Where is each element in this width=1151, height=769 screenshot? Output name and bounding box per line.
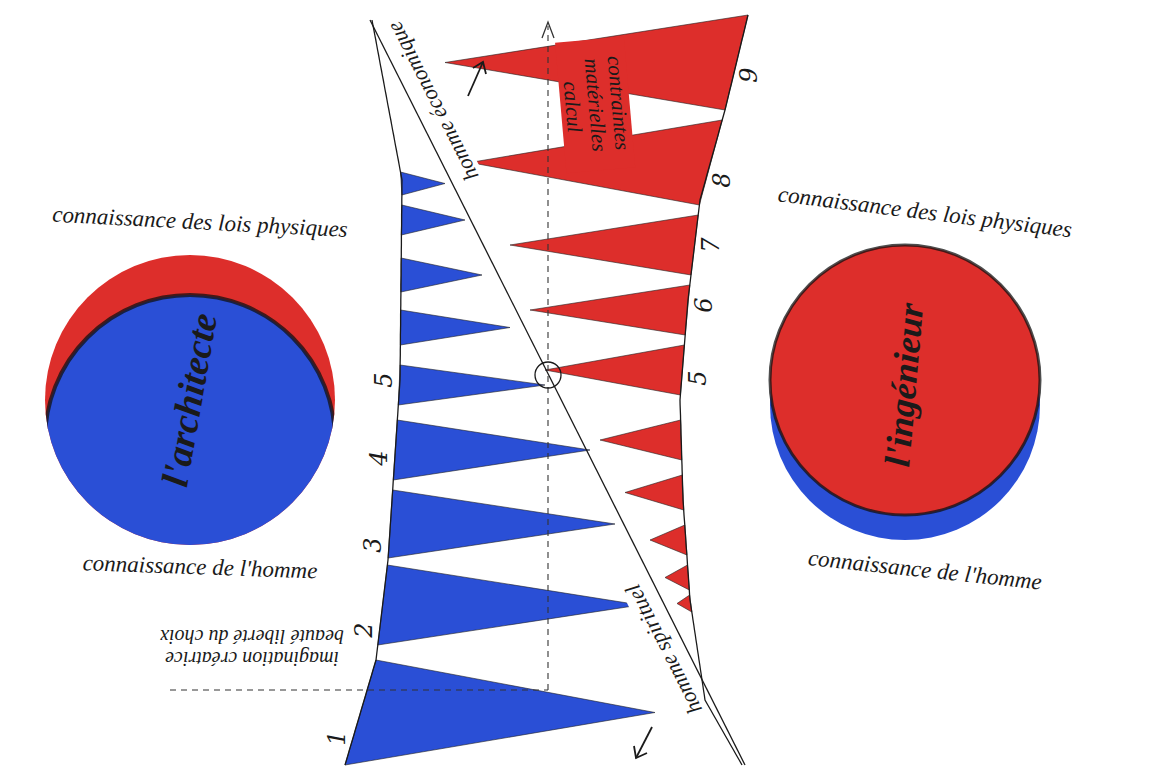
knowledge-label: connaissance de l'homme	[79, 550, 321, 584]
red-triangle	[650, 525, 687, 555]
axis-label: homme économique	[381, 15, 485, 188]
direction-arrow	[473, 62, 486, 74]
red-triangle	[545, 345, 684, 395]
band-outline	[345, 15, 748, 765]
red-triangle	[530, 285, 690, 335]
scale-number: 3	[360, 534, 386, 555]
blue-triangle	[393, 420, 590, 480]
blue-triangle	[378, 565, 640, 645]
red-triangle	[665, 565, 689, 590]
balance-circle	[535, 362, 561, 388]
scale-number: 4	[366, 447, 392, 468]
diagonal-line	[370, 20, 745, 765]
blue-triangle	[398, 365, 545, 405]
scale-number: 5	[371, 369, 397, 390]
circle-shape	[740, 180, 1145, 600]
blue-triangle	[401, 258, 482, 292]
blue-disc	[45, 295, 335, 585]
band-edge	[345, 20, 402, 765]
blue-triangle	[345, 660, 655, 765]
knowledge-circle: connaissance des lois physiquesl'ingénie…	[740, 180, 1145, 600]
dashed-axis	[170, 689, 548, 690]
knowledge-label: connaissance des lois physiques	[49, 201, 352, 242]
knowledge-label: connaissance des lois physiques	[774, 181, 1077, 243]
triangle-bands	[345, 15, 748, 765]
band-edge	[680, 15, 748, 765]
red-triangle	[510, 215, 698, 275]
knowledge-circle: connaissance des lois physiquesl'archite…	[15, 190, 385, 590]
scale-number: 5	[685, 367, 711, 388]
axis-arrowhead	[542, 22, 554, 38]
direction-arrow	[634, 746, 647, 758]
quality-note: imagination créatrice beauté liberté du …	[147, 626, 358, 670]
axis-label: homme spirituel	[620, 577, 709, 720]
blue-triangle	[401, 172, 446, 195]
blue-triangle	[401, 205, 465, 235]
scale-number: 7	[697, 234, 723, 255]
blue-triangle	[400, 310, 510, 345]
direction-arrow	[636, 727, 652, 758]
constraint-label: contraintes matérielles calcul	[555, 37, 635, 174]
knowledge-label: connaissance de l'homme	[804, 545, 1046, 595]
scale-number: 8	[708, 169, 734, 190]
scale-number: 1	[324, 727, 350, 748]
scale-number: 9	[736, 64, 762, 85]
red-triangle	[600, 420, 682, 460]
red-triangle	[625, 475, 684, 510]
dashed-axis	[547, 26, 548, 690]
scale-number: 6	[690, 294, 716, 315]
blue-triangle	[388, 490, 615, 558]
scale-number: 2	[350, 619, 376, 640]
red-disc	[770, 245, 1040, 515]
